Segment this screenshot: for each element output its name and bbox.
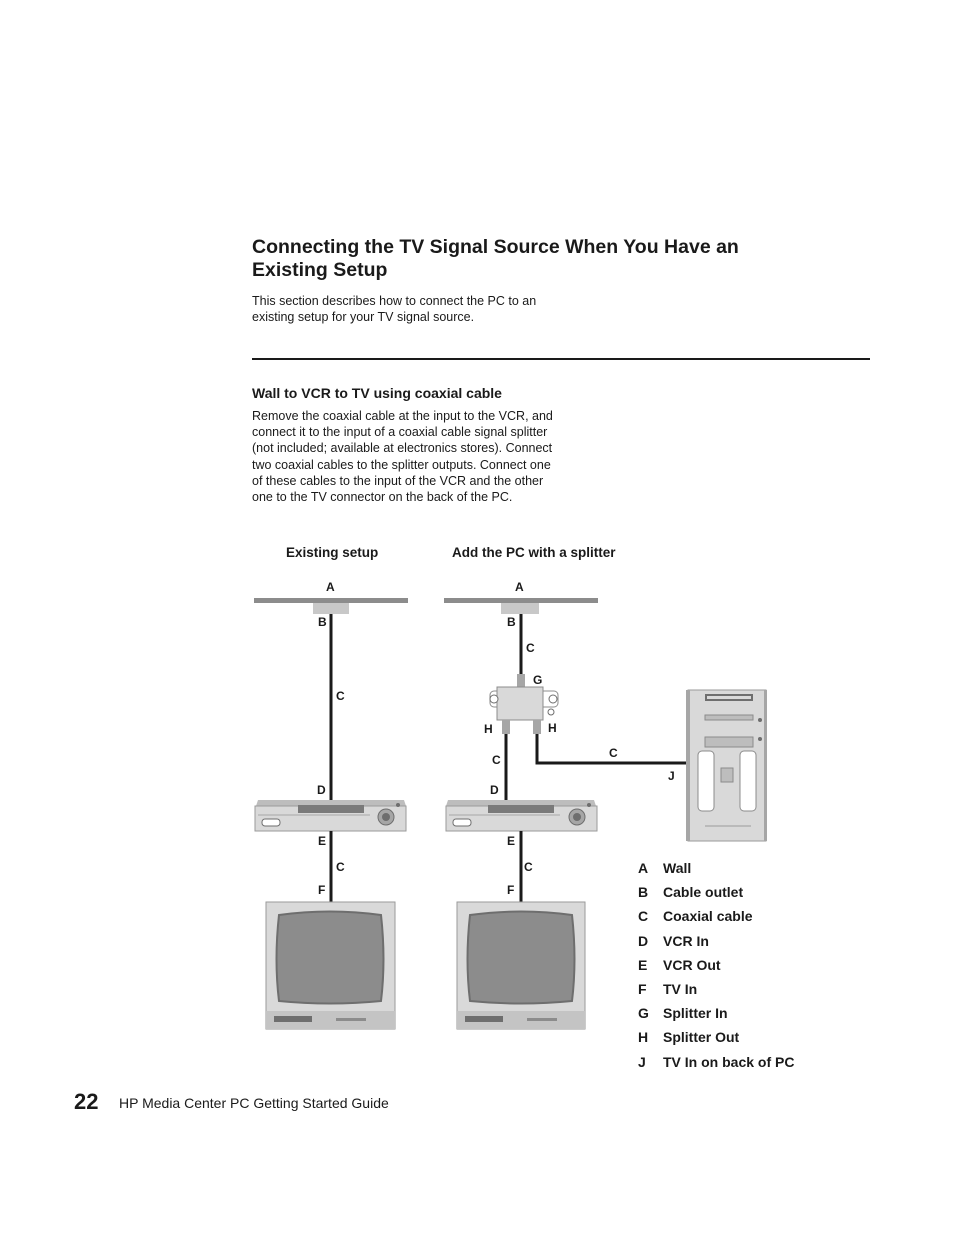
legend-label: Wall [663, 860, 692, 876]
legend-key: E [638, 956, 648, 973]
legend-label: TV In [663, 980, 698, 997]
tv-right [456, 901, 586, 1030]
legend-label: TV In on back of PC [663, 1053, 795, 1070]
section-title: Connecting the TV Signal Source When You… [252, 236, 739, 281]
callout-left-a: A [326, 580, 335, 594]
callout-left-d: D [317, 783, 326, 797]
callout-right-d: D [490, 783, 499, 797]
callout-right-c2: C [492, 753, 501, 767]
legend-key: C [638, 908, 649, 925]
legend-label: Coaxial cable [663, 908, 753, 925]
legend-label: VCR Out [663, 956, 721, 973]
legend-item: A Wall [638, 860, 794, 884]
legend-key: G [638, 1005, 649, 1022]
cable-outlet-right [501, 603, 539, 614]
callout-right-c4: C [524, 860, 533, 874]
legend-item: G Splitter In [638, 1005, 794, 1029]
body-paragraph: Remove the coaxial cable at the input to… [252, 409, 553, 505]
legend-key: A [638, 860, 649, 876]
callout-left-c2: C [336, 860, 345, 874]
legend-item: C Coaxial cable [638, 908, 794, 932]
callout-right-b: B [507, 615, 516, 629]
legend-item: H Splitter Out [638, 1029, 794, 1053]
legend: A Wall B Cable outlet C Coaxial cable D VCR … [638, 860, 794, 1078]
legend-key: F [638, 980, 647, 997]
callout-right-c1: C [526, 641, 535, 655]
callout-left-c1: C [336, 689, 345, 703]
cable-outlet-left [313, 603, 349, 614]
legend-key: J [638, 1053, 646, 1070]
page-number: 22 [74, 1089, 99, 1114]
legend-item: J TV In on back of PC [638, 1054, 794, 1078]
callout-right-c3: C [609, 746, 618, 760]
legend-label: Splitter Out [663, 1029, 740, 1046]
caption-add-pc: Add the PC with a splitter [452, 545, 616, 560]
legend-item: B Cable outlet [638, 884, 794, 908]
callout-left-e: E [318, 834, 326, 848]
callout-right-e: E [507, 834, 515, 848]
vcr-left [254, 800, 407, 832]
legend-key: B [638, 884, 649, 901]
wall-left [254, 598, 408, 603]
legend-item: D VCR In [638, 933, 794, 957]
legend-item: F TV In [638, 981, 794, 1005]
intro-paragraph: This section describes how to connect th… [252, 294, 537, 325]
footer-title: HP Media Center PC Getting Started Guide [119, 1095, 389, 1111]
section-divider [252, 358, 870, 360]
callout-left-f: F [318, 883, 325, 897]
coax-cable-to-pc [535, 734, 690, 765]
callout-right-a: A [515, 580, 524, 594]
callout-right-j: J [668, 769, 675, 783]
legend-label: Cable outlet [663, 884, 744, 901]
callout-right-f: F [507, 883, 514, 897]
callout-right-g: G [533, 673, 542, 687]
tv-left [265, 901, 396, 1030]
callout-right-h2: H [548, 721, 557, 735]
legend-key: H [638, 1029, 649, 1046]
vcr-right [445, 800, 598, 832]
caption-existing-setup: Existing setup [286, 545, 379, 560]
subheading: Wall to VCR to TV using coaxial cable [252, 385, 502, 401]
legend-key: D [638, 932, 649, 949]
legend-label: VCR In [663, 932, 709, 949]
splitter [489, 674, 559, 734]
pc-tower [686, 689, 767, 842]
legend-label: Splitter In [663, 1005, 728, 1022]
legend-item: E VCR Out [638, 957, 794, 981]
callout-right-h1: H [484, 722, 493, 736]
callout-left-b: B [318, 615, 327, 629]
wall-right [444, 598, 598, 603]
